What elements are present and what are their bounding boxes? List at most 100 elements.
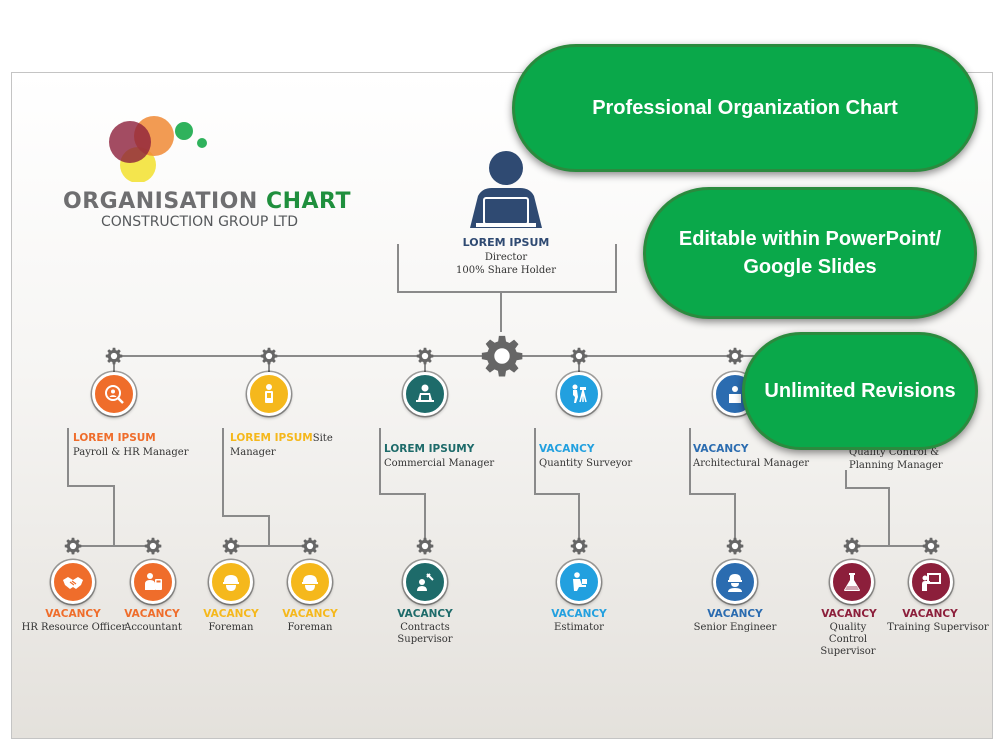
staff-role: Foreman <box>208 622 254 633</box>
connector <box>231 545 310 547</box>
connector <box>222 428 224 516</box>
connector <box>379 428 381 494</box>
hard-hat-icon <box>223 575 239 591</box>
connector <box>888 487 890 546</box>
staff-node[interactable] <box>288 560 332 604</box>
gear-icon <box>726 537 744 555</box>
tools-icon <box>417 573 434 591</box>
staff-role: Quality Control Supervisor <box>820 622 876 657</box>
connector <box>113 357 115 372</box>
staff-title: VACANCY <box>282 608 338 620</box>
staff-title: VACANCY <box>551 608 607 620</box>
staff-node[interactable] <box>131 560 175 604</box>
staff-title: VACANCY <box>124 608 180 620</box>
connector <box>734 493 736 538</box>
staff-title: VACANCY <box>397 608 453 620</box>
logo-circles <box>109 116 207 182</box>
gear-icon <box>144 537 162 555</box>
staff-title: VACANCY <box>821 608 877 620</box>
staff-node[interactable] <box>557 560 601 604</box>
connector <box>222 515 269 517</box>
staff-title: VACANCY <box>902 608 958 620</box>
director-stem <box>500 292 502 332</box>
staff-role: HR Resource Officer <box>21 622 127 633</box>
badge-unlimited-revisions: Unlimited Revisions <box>742 332 978 450</box>
gear-icon <box>301 537 319 555</box>
director-name: LOREM IPSUM <box>462 236 550 249</box>
surveyor-tripod-icon <box>572 384 587 403</box>
staff-role: Accountant <box>124 622 182 633</box>
connector <box>534 428 536 494</box>
director-frame-right <box>615 244 617 292</box>
connector <box>851 545 931 547</box>
estimator-desk-icon <box>573 572 587 591</box>
connector <box>268 357 270 372</box>
gear-icon <box>570 537 588 555</box>
connector <box>845 470 847 488</box>
brand-title: ORGANISATION CHART <box>63 189 351 214</box>
gear-icon <box>843 537 861 555</box>
gear-icon <box>105 347 123 365</box>
manager-title: LOREM IPSUMSite <box>230 432 333 444</box>
staff-node[interactable] <box>830 560 874 604</box>
manager-node[interactable] <box>557 372 601 416</box>
handshake-icon <box>63 577 83 589</box>
flask-icon <box>844 573 860 591</box>
brand-subtitle: CONSTRUCTION GROUP LTD <box>101 214 299 230</box>
hard-hat-icon <box>302 575 318 591</box>
staff-node[interactable] <box>51 560 95 604</box>
badge-editable: Editable within PowerPoint/ Google Slide… <box>643 187 977 319</box>
manager-node[interactable] <box>92 372 136 416</box>
manager-role: Payroll & HR Manager <box>73 447 189 458</box>
worker-clipboard-icon <box>265 384 273 403</box>
gear-icon <box>416 537 434 555</box>
staff-node[interactable] <box>713 560 757 604</box>
gear-icon <box>726 347 744 365</box>
architect-icon <box>729 386 741 403</box>
connector <box>268 515 270 546</box>
gear-icon <box>260 347 278 365</box>
desk-laptop-icon <box>416 384 434 402</box>
connector <box>578 357 580 372</box>
staff-node[interactable] <box>403 560 447 604</box>
staff-role: Contracts Supervisor <box>397 622 453 645</box>
staff-title: VACANCY <box>203 608 259 620</box>
connector <box>689 493 735 495</box>
central-gear-icon <box>480 334 524 378</box>
gear-icon <box>922 537 940 555</box>
calculator-icon <box>145 573 162 590</box>
manager-title: VACANCY <box>539 443 595 455</box>
manager-role: Quantity Surveyor <box>539 458 633 469</box>
presentation-board-icon <box>922 573 941 591</box>
staff-node[interactable] <box>209 560 253 604</box>
user-magnifier-icon <box>105 385 124 404</box>
manager-role: Commercial Manager <box>384 458 495 469</box>
manager-role: Architectural Manager <box>693 458 810 469</box>
manager-title: VACANCY <box>693 443 749 455</box>
manager-node[interactable] <box>247 372 291 416</box>
connector <box>379 493 426 495</box>
manager-title: LOREM IPSUM <box>73 432 156 444</box>
connector <box>845 487 889 489</box>
manager-node[interactable] <box>403 372 447 416</box>
staff-role: Training Supervisor <box>887 622 989 633</box>
connector <box>689 428 691 494</box>
engineer-icon <box>728 574 742 592</box>
connector <box>72 545 153 547</box>
connector <box>424 357 426 372</box>
manager-role: Quality Control & Planning Manager <box>849 447 943 471</box>
staff-node[interactable] <box>909 560 953 604</box>
manager-title: LOREM IPSUMY <box>384 443 475 455</box>
connector <box>578 493 580 538</box>
director-frame-bottom <box>397 291 617 293</box>
staff-title: VACANCY <box>707 608 763 620</box>
staff-role: Estimator <box>554 622 604 633</box>
connector <box>424 493 426 538</box>
staff-title: VACANCY <box>45 608 101 620</box>
gear-icon <box>416 347 434 365</box>
badge-professional-chart: Professional Organization Chart <box>512 44 978 172</box>
connector <box>113 485 115 546</box>
gear-icon <box>222 537 240 555</box>
connector <box>67 428 69 486</box>
